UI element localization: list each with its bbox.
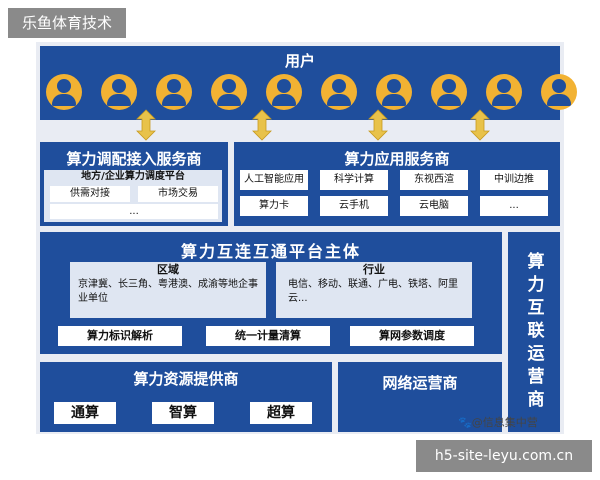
app-item: 科学计算 [320,170,388,190]
access-item: 供需对接 [50,186,130,202]
region-text: 京津冀、长三角、粤港澳、成渝等地企事业单位 [78,279,258,304]
interconnect-operator-box: 算力互联运营商 [508,232,560,432]
industry-title: 行业 [363,263,385,276]
user-avatar-icon [431,74,467,110]
network-operator-title: 网络运营商 [382,374,458,392]
app-item: ... [480,196,548,216]
app-item: 算力卡 [240,196,308,216]
network-operator-box: 网络运营商 [338,362,502,432]
resource-item: 超算 [250,402,312,424]
function-item: 统一计量清算 [206,326,330,346]
access-item: ... [50,204,218,219]
platform-main-title: 算力互连互通平台主体 [180,242,361,261]
app-item: 东视西渲 [400,170,468,190]
user-avatar-icon [101,74,137,110]
access-item: 市场交易 [138,186,218,202]
users-title: 用户 [284,52,315,70]
industry-text: 电信、移动、联通、广电、铁塔、阿里云... [288,279,458,304]
brand-label: 乐鱼体育技术 [8,8,126,38]
user-avatar-icon [541,74,577,110]
user-avatar-icon [266,74,302,110]
region-title: 区域 [157,263,179,276]
app-item: 云手机 [320,196,388,216]
function-item: 算网参数调度 [350,326,474,346]
user-avatar-icon [376,74,412,110]
user-avatar-icon [46,74,82,110]
access-platform-panel: 地方/企业算力调度平台 供需对接 市场交易 ... [44,170,222,222]
app-item: 中训边推 [480,170,548,190]
user-avatar-icon [211,74,247,110]
site-label: h5-site-leyu.com.cn [416,440,592,472]
app-item: 云电脑 [400,196,468,216]
paw-icon: 🐾 [458,416,472,429]
app-item: 人工智能应用 [240,170,308,190]
user-avatar-icon [321,74,357,110]
interconnect-operator-title: 算力互联运营商 [523,251,544,413]
resource-item: 智算 [152,402,214,424]
user-avatar-icon [156,74,192,110]
region-panel: 区域 京津冀、长三角、粤港澳、成渝等地企事业单位 [70,262,266,318]
resource-item: 通算 [54,402,116,424]
access-provider-box: 算力调配接入服务商 地方/企业算力调度平台 供需对接 市场交易 ... [40,142,228,226]
access-provider-title: 算力调配接入服务商 [66,150,202,168]
industry-panel: 行业 电信、移动、联通、广电、铁塔、阿里云... [276,262,472,318]
watermark-text: 🐾@信息集中营 [458,416,538,429]
function-item: 算力标识解析 [58,326,182,346]
app-provider-title: 算力应用服务商 [344,150,450,168]
access-platform-label: 地方/企业算力调度平台 [81,171,185,182]
resource-provider-title: 算力资源提供商 [133,370,239,388]
user-avatar-icon [486,74,522,110]
